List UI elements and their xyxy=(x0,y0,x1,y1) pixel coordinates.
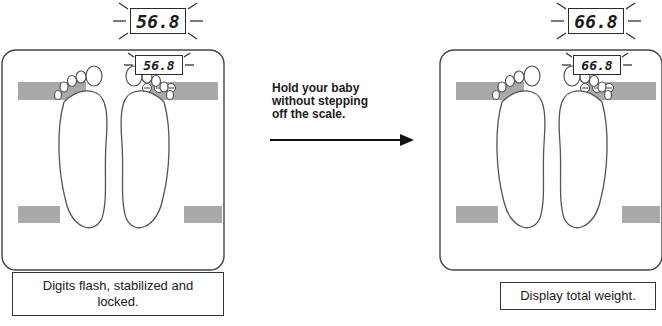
weight-readout: 56.8 xyxy=(143,58,174,73)
progress-arrow xyxy=(270,134,414,146)
weight-readout: 66.8 xyxy=(574,11,617,32)
caption-text: Display total weight. xyxy=(509,288,647,304)
weight-readout: 56.8 xyxy=(136,11,179,32)
caption-box: Digits flash, stabilized and locked. xyxy=(12,272,224,316)
instruction-note: Hold your baby without stepping off the … xyxy=(272,82,368,121)
caption-text: Digits flash, stabilized and locked. xyxy=(21,278,215,310)
weight-readout: 66.8 xyxy=(581,58,612,73)
lcd-display: 56.8 xyxy=(130,8,186,34)
right-scale xyxy=(440,3,662,270)
left-scale xyxy=(2,3,224,270)
scale-display: 66.8 xyxy=(573,55,621,75)
scale-display: 56.8 xyxy=(135,55,183,75)
lcd-display: 66.8 xyxy=(568,8,624,34)
caption-box: Display total weight. xyxy=(500,282,656,310)
